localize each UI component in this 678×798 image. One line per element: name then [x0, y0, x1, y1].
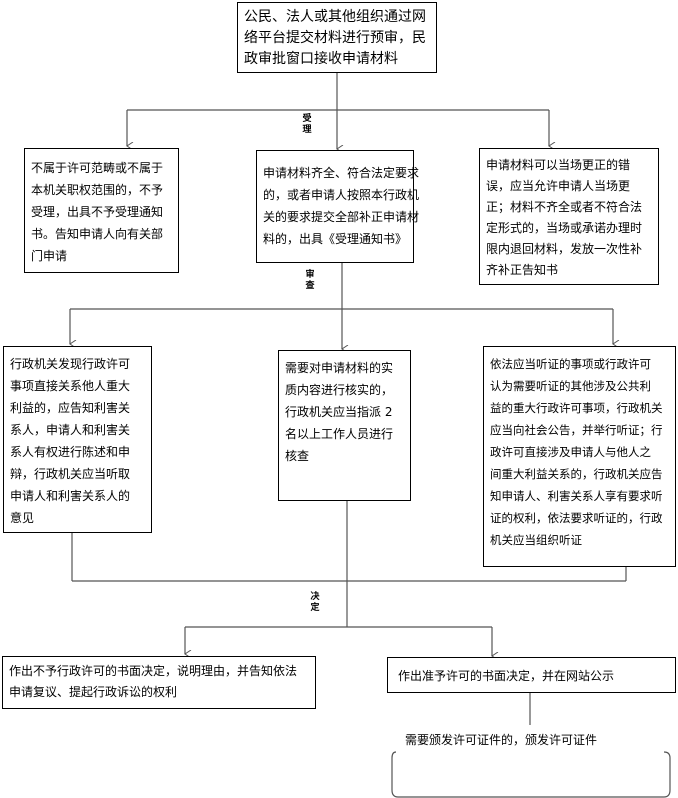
stakeholder-box: 行政机关发现行政许可 事项直接关系他人重大 利益的，应告知利害关 系人，申请人和…	[3, 346, 152, 533]
box-text-line: 机关应当组织听证	[490, 533, 582, 547]
box-text-line: 公民、法人或其他组织通过网	[244, 9, 426, 25]
label-review: 审查	[305, 270, 315, 291]
box-text-line: 意见	[10, 511, 35, 525]
box-text-line: 证的权利，依法要求听证的，行政	[490, 511, 663, 525]
box-text-line: 益的重大行政许可事项，行政机关	[490, 401, 663, 415]
box-text-line: 作出不予行政许可的书面决定，说明理由，并告知依法	[9, 664, 298, 678]
box-text-line: 料的，出具《受理通知书》	[263, 232, 408, 246]
submit-materials-box: 公民、法人或其他组织通过网 络平台提交材料进行预审，民 政审批窗口接收申请材料	[237, 2, 437, 73]
box-text-line: 政许可直接涉及申请人与他人之	[490, 445, 651, 459]
box-text-line: 知申请人、利害关系人享有要求听	[490, 489, 663, 503]
box-text-line: 申请材料可以当场更正的错	[486, 158, 631, 172]
box-text-line: 需要对申请材料的实	[285, 361, 394, 375]
box-text-line: 络平台提交材料进行预审，民	[244, 30, 426, 46]
box-text-line: 系人，申请人和利害关	[10, 423, 131, 437]
approval-decision-box: 作出准予许可的书面决定，并在网站公示	[387, 657, 676, 693]
box-text-line: 质内容进行核实的，	[285, 383, 394, 397]
verification-box: 需要对申请材料的实 质内容进行核实的， 行政机关应当指派 2 名以上工作人员进行…	[278, 350, 411, 501]
box-text-line: 间重大利益关系的，行政机关应告	[490, 467, 663, 481]
box-text-line: 政审批窗口接收申请材料	[244, 51, 398, 67]
box-text-line: 申请材料齐全、符合法定要求	[263, 166, 420, 180]
correction-box: 申请材料可以当场更正的错 误，应当允许申请人当场更 正；材料不齐全或者不符合法 …	[479, 148, 659, 285]
box-text-line: 正；材料不齐全或者不符合法	[486, 200, 643, 214]
box-text-line: 限内退回材料，发放一次性补	[486, 242, 643, 256]
box-text-line: 依法应当听证的事项或行政许可	[490, 357, 651, 371]
box-text-line: 受理，出具不予受理通知	[31, 205, 164, 219]
label-accept: 受理	[302, 114, 312, 135]
box-text-line: 核查	[285, 449, 310, 463]
box-text-line: 申请复议、提起行政诉讼的权利	[9, 685, 178, 699]
box-text-line: 行政机关发现行政许可	[10, 357, 131, 371]
box-text-line: 关的要求提交全部补正申请材	[263, 210, 420, 224]
box-text-line: 不属于许可范畴或不属于	[31, 161, 164, 175]
box-text-line: 门申请	[31, 249, 68, 263]
label-decide: 决定	[310, 592, 320, 613]
box-text-line: 认为需要听证的其他涉及公共利	[490, 379, 651, 393]
box-text-line: 名以上工作人员进行	[285, 427, 394, 441]
box-text-line: 申请人和利害关系人的	[10, 489, 131, 503]
box-text-line: 事项直接关系他人重大	[10, 379, 131, 393]
box-text-line: 误，应当允许申请人当场更	[486, 179, 631, 193]
not-accepted-box: 不属于许可范畴或不属于 本机关职权范围的，不予 受理，出具不予受理通知 书。告知…	[24, 148, 179, 273]
certificate-text: 需要颁发许可证件的，颁发许可证件	[405, 733, 598, 747]
box-text-line: 本机关职权范围的，不予	[31, 183, 164, 197]
certificate-bracket-box	[391, 751, 671, 798]
box-text-line: 书。告知申请人向有关部	[31, 227, 164, 241]
hearing-box: 依法应当听证的事项或行政许可 认为需要听证的其他涉及公共利 益的重大行政许可事项…	[483, 346, 676, 567]
box-text-line: 行政机关应当指派 2	[285, 405, 393, 419]
box-text-line: 应当向社会公告，并举行听证；行	[490, 423, 663, 437]
box-text-line: 系人有权进行陈述和申	[10, 445, 131, 459]
box-text-line: 作出准予许可的书面决定，并在网站公示	[398, 669, 615, 683]
box-text-line: 的，或者申请人按照本行政机	[263, 188, 420, 202]
accepted-box: 申请材料齐全、符合法定要求 的，或者申请人按照本行政机 关的要求提交全部补正申请…	[256, 150, 420, 263]
box-text-line: 定形式的，当场或承诺办理时	[486, 221, 643, 235]
box-text-line: 辩，行政机关应当听取	[10, 467, 131, 481]
box-text-line: 利益的，应告知利害关	[10, 401, 131, 415]
denial-decision-box: 作出不予行政许可的书面决定，说明理由，并告知依法 申请复议、提起行政诉讼的权利	[2, 656, 316, 709]
box-text-line: 齐补正告知书	[486, 263, 559, 277]
